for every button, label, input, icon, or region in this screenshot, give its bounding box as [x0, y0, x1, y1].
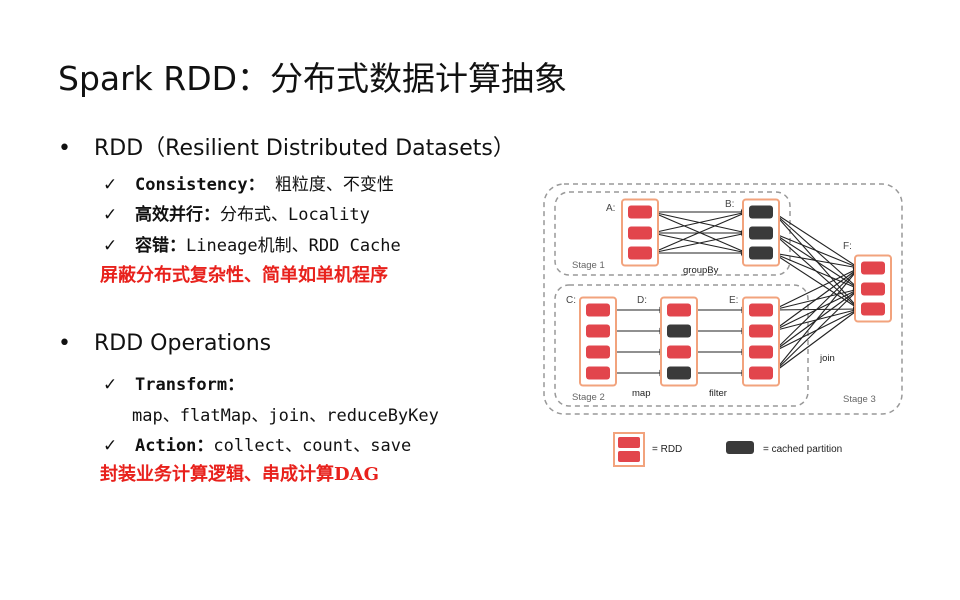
- dependency-edge: [772, 308, 860, 374]
- check-icon: ✓: [103, 375, 118, 395]
- label-stage1: Stage 1: [572, 260, 605, 271]
- bullet-dot: •: [58, 331, 71, 356]
- cached-partition: [667, 324, 691, 338]
- stage2-boundary: [554, 284, 809, 407]
- dependency-edge: [772, 252, 861, 290]
- bullet-rdd: • RDD（Resilient Distributed Datasets）: [58, 130, 515, 162]
- rdd-nodes: [579, 198, 892, 387]
- check-icon: ✓: [103, 175, 118, 195]
- item-action: ✓Action：collect、count、save: [103, 436, 412, 456]
- dependency-edge: [772, 267, 860, 353]
- rdd-dag-diagram: A: B: C: D: E: F: Stage 1 Stage 2 Stage …: [543, 183, 903, 467]
- bullet-operations: • RDD Operations: [58, 331, 271, 356]
- rdd-partition: [628, 226, 652, 240]
- dependency-edge: [772, 232, 861, 269]
- label-stage3: Stage 3: [843, 394, 876, 405]
- legend-rdd-part-2: [618, 451, 640, 462]
- page-title: Spark RDD：分布式数据计算抽象: [58, 59, 568, 98]
- dependency-edge: [772, 288, 860, 374]
- dependency-edge: [772, 211, 860, 269]
- rdd-partition: [861, 282, 885, 296]
- note-dag: 封装业务计算逻辑、串成计算DAG: [100, 464, 379, 485]
- check-icon: ✓: [103, 436, 118, 456]
- label-d: D:: [637, 295, 647, 306]
- rdd-partition: [586, 303, 610, 317]
- rdd-partition: [586, 366, 610, 380]
- label-f: F:: [843, 241, 852, 252]
- cached-partition: [667, 366, 691, 380]
- item-parallel: ✓高效并行：分布式、Locality: [103, 205, 370, 225]
- rdd-frame-c: [579, 296, 617, 387]
- rdd-frame-e: [742, 296, 780, 387]
- label-e: E:: [729, 295, 738, 306]
- legend-cached-part: [726, 441, 754, 454]
- check-icon: ✓: [103, 205, 118, 225]
- label-filter: filter: [709, 388, 727, 399]
- rdd-partition: [749, 345, 773, 359]
- rdd-partition: [586, 324, 610, 338]
- rdd-heading: RDD（Resilient Distributed Datasets）: [94, 136, 515, 161]
- rdd-partition: [861, 302, 885, 316]
- transform-ops: map、flatMap、join、reduceByKey: [132, 406, 439, 426]
- label-map: map: [632, 388, 650, 399]
- legend-rdd-part-1: [618, 437, 640, 448]
- rdd-partition: [861, 261, 885, 275]
- label-groupby: groupBy: [683, 265, 719, 276]
- rdd-partition: [749, 303, 773, 317]
- note-simplicity: 屏蔽分布式复杂性、简单如单机程序: [100, 265, 388, 286]
- dependency-edge: [651, 209, 749, 234]
- dependency-edge: [651, 230, 749, 254]
- rdd-partition: [749, 324, 773, 338]
- rdd-partition: [749, 366, 773, 380]
- label-join: join: [819, 353, 835, 364]
- label-b: B:: [725, 199, 734, 210]
- dependency-edge: [651, 211, 749, 254]
- dependency-edge: [772, 267, 860, 374]
- legend-cached-label: = cached partition: [763, 444, 842, 455]
- check-icon: ✓: [103, 236, 118, 256]
- rdd-frame-d: [660, 296, 698, 387]
- item-transform: ✓Transform：: [103, 375, 245, 395]
- rdd-partition: [628, 205, 652, 219]
- rdd-partition: [586, 345, 610, 359]
- item-consistency: ✓Consistency： 粗粒度、不变性: [103, 175, 394, 195]
- stage1-boundary: [554, 191, 791, 276]
- cached-partition: [749, 226, 773, 240]
- bullet-dot: •: [58, 136, 71, 161]
- label-c: C:: [566, 295, 576, 306]
- dependency-edges: [610, 208, 861, 377]
- stage3-boundary: [543, 183, 903, 415]
- cached-partition: [749, 246, 773, 260]
- rdd-partition: [667, 303, 691, 317]
- item-fault-tolerance: ✓容错：Lineage机制、RDD Cache: [103, 236, 401, 256]
- dependency-edge: [772, 267, 860, 332]
- rdd-partition: [628, 246, 652, 260]
- cached-partition: [749, 205, 773, 219]
- legend-rdd-label: = RDD: [652, 444, 682, 455]
- dependency-edge: [772, 267, 860, 311]
- operations-heading: RDD Operations: [94, 331, 272, 356]
- rdd-partition: [667, 345, 691, 359]
- label-a: A:: [606, 203, 615, 214]
- dependency-edge: [772, 252, 861, 271]
- label-stage2: Stage 2: [572, 392, 605, 403]
